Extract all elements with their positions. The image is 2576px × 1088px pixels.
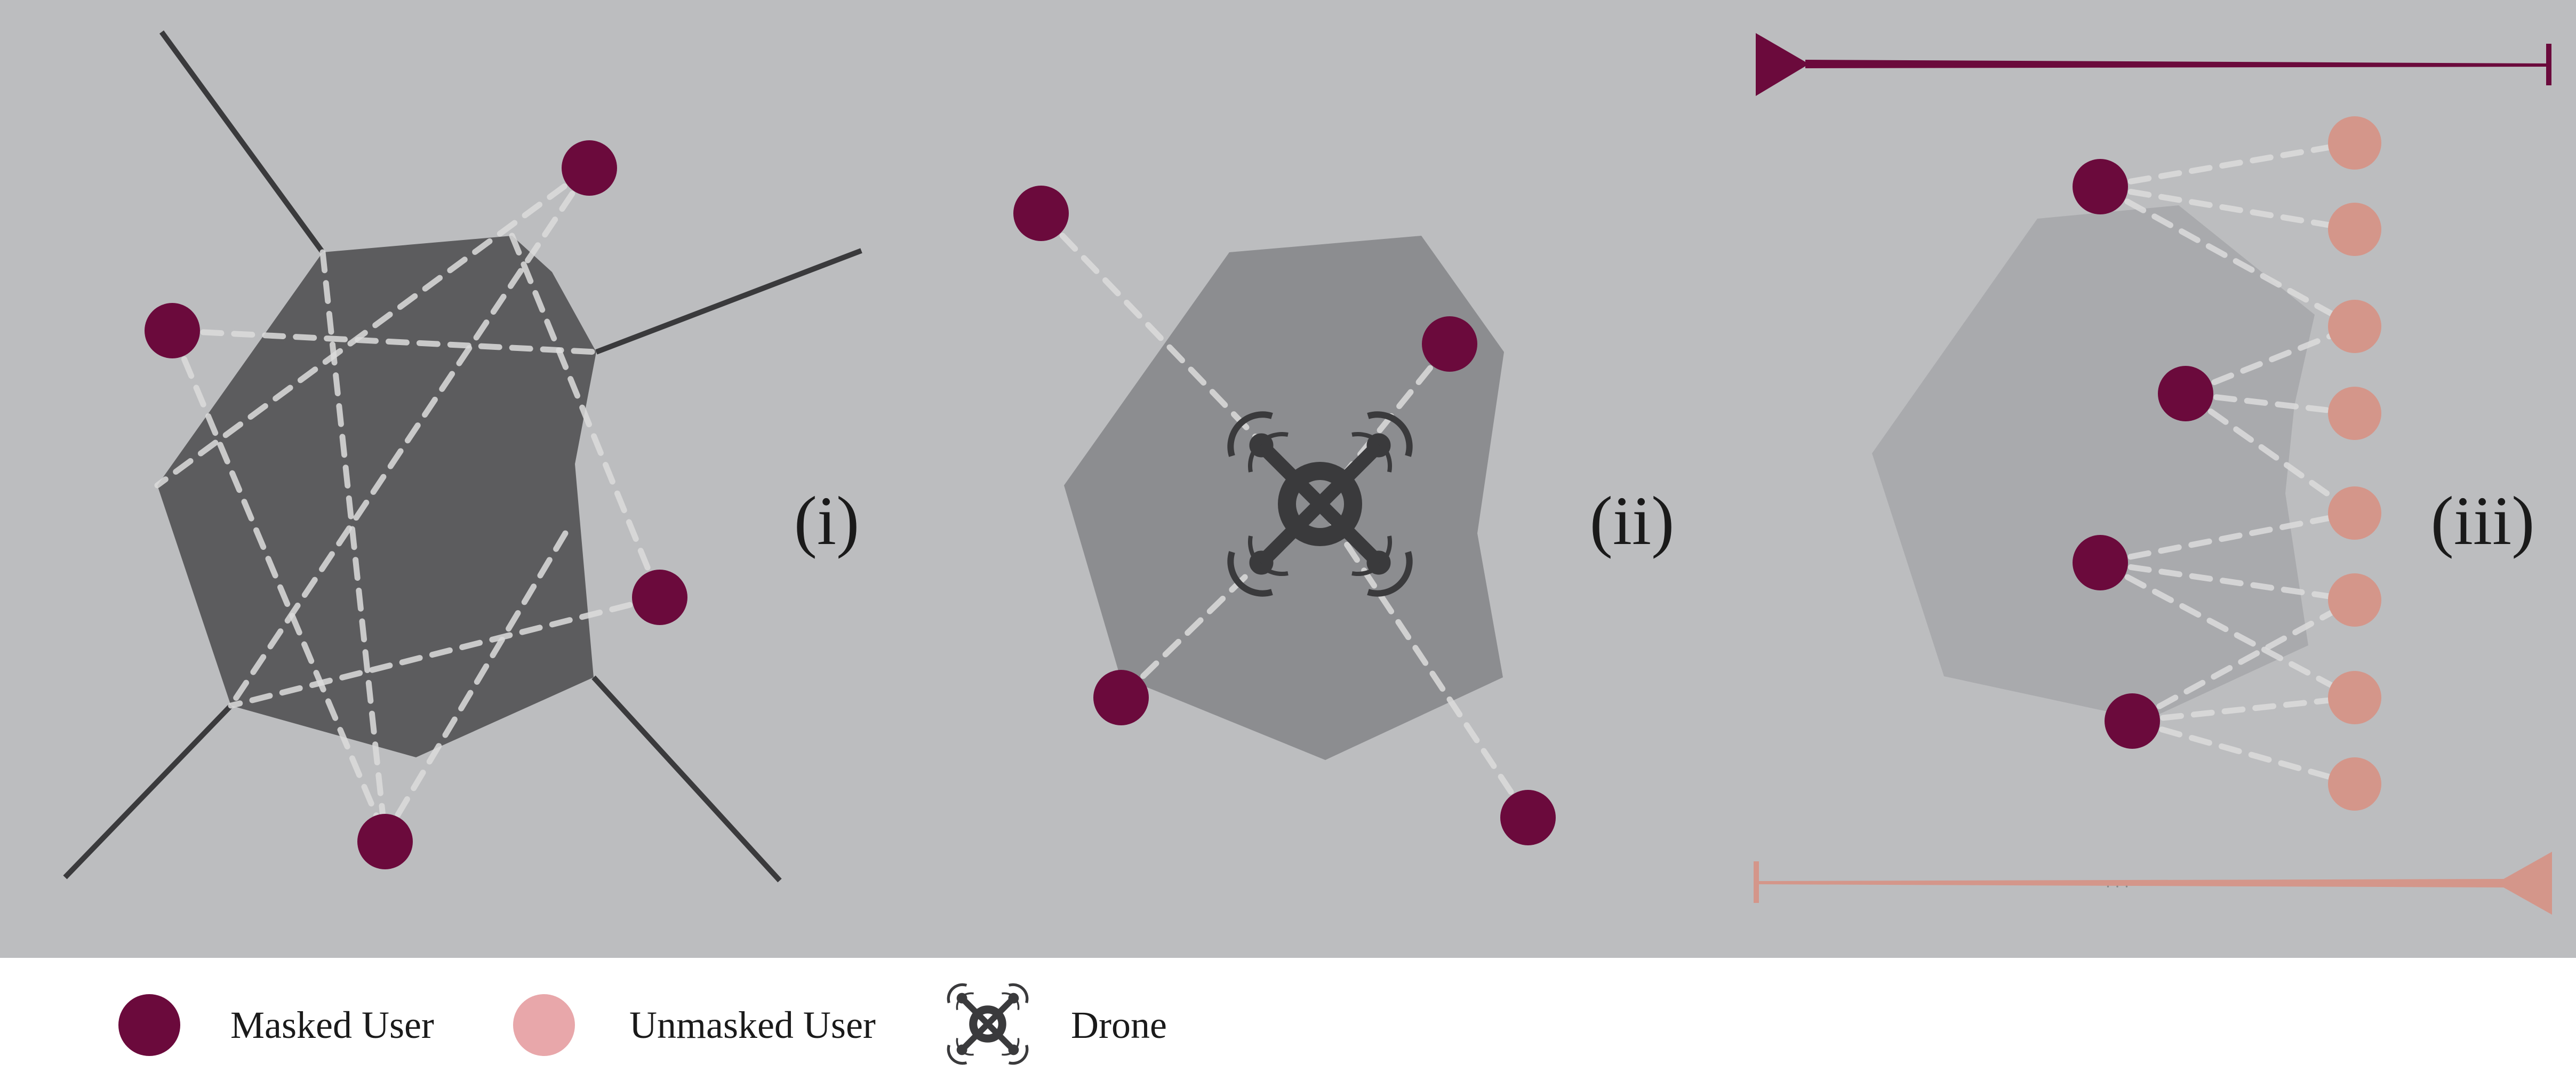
panel-label: (ii) <box>1590 483 1675 559</box>
unmasked-user-icon <box>2328 671 2381 724</box>
link-line <box>2097 559 2358 701</box>
unmasked-user-icon <box>2328 757 2381 811</box>
ellipsis-text: · · · <box>2106 878 2130 895</box>
link-line <box>2097 140 2358 190</box>
panel-i-links <box>154 165 663 839</box>
link-line <box>2129 718 2358 787</box>
masked-user-icon <box>118 994 180 1056</box>
arrow-shaft <box>1805 60 2549 68</box>
masked-user-icon <box>2073 535 2128 590</box>
link-line <box>2097 510 2358 566</box>
unmasked-user-icon <box>2328 203 2381 256</box>
link-line <box>2129 694 2358 724</box>
link-line <box>1038 210 1323 507</box>
link-line <box>2182 390 2358 417</box>
legend-label-unmasked-user: Unmasked User <box>629 1004 876 1046</box>
unmasked-user-icon <box>2328 387 2381 440</box>
link-line <box>2182 323 2358 397</box>
arrow-tail <box>2546 44 2551 85</box>
masked-user-icon <box>562 140 617 196</box>
bottom-arrow: · · · <box>1754 852 2552 915</box>
arrow-tail <box>1754 861 1759 903</box>
voronoi-edge <box>159 30 325 254</box>
link-line <box>2097 183 2358 233</box>
voronoi-cell <box>157 236 596 757</box>
top-arrow <box>1756 33 2551 96</box>
masked-user-icon <box>2105 693 2160 749</box>
masked-user-icon <box>1500 790 1556 845</box>
link-line <box>2182 390 2358 516</box>
link-line <box>382 530 569 839</box>
masked-user-icon <box>1013 186 1069 241</box>
voronoi-edge <box>595 248 862 355</box>
unmasked-user-icon <box>2328 116 2381 170</box>
masked-user-icon <box>2073 159 2128 214</box>
link-line <box>169 327 388 839</box>
arrow-head <box>1756 33 1809 96</box>
link-line <box>228 165 593 709</box>
panel-i: (i) <box>63 30 862 883</box>
masked-user-icon <box>357 814 413 869</box>
link-line <box>169 327 599 355</box>
masked-user-icon <box>632 570 687 625</box>
coverage-region <box>1872 205 2315 720</box>
panel-iii: · · · (iii) <box>1754 33 2552 915</box>
unmasked-user-icon <box>2328 573 2381 627</box>
masked-user-icon <box>1422 316 1477 372</box>
panel-ii: (ii) <box>1013 186 1674 845</box>
masked-user-icon <box>2158 366 2213 421</box>
link-line <box>228 594 663 709</box>
legend-label-drone: Drone <box>1071 1004 1167 1046</box>
arrow-head <box>2496 852 2552 915</box>
panel-label: (i) <box>794 483 860 559</box>
legend-label-masked-user: Masked User <box>230 1004 434 1046</box>
masked-user-icon <box>1093 670 1149 725</box>
link-line <box>1317 501 1531 821</box>
voronoi-edge <box>591 675 782 883</box>
link-line <box>509 233 663 601</box>
link-line <box>2097 559 2358 603</box>
link-line <box>319 249 388 839</box>
panel-label: (iii) <box>2431 483 2535 559</box>
link-line <box>2097 183 2358 330</box>
legend: Masked User Unmasked User Drone <box>118 985 1167 1063</box>
unmasked-user-icon <box>2328 486 2381 540</box>
panel-iii-links <box>2097 140 2358 787</box>
voronoi-edge <box>63 703 233 879</box>
voronoi-edges <box>63 30 862 883</box>
arrow-shaft <box>1759 879 2507 887</box>
unmasked-user-icon <box>513 994 575 1056</box>
legend-background <box>0 958 2576 1088</box>
link-line <box>2129 597 2358 724</box>
unmasked-user-icon <box>2328 300 2381 353</box>
link-line <box>154 165 593 489</box>
masked-user-icon <box>145 303 200 358</box>
